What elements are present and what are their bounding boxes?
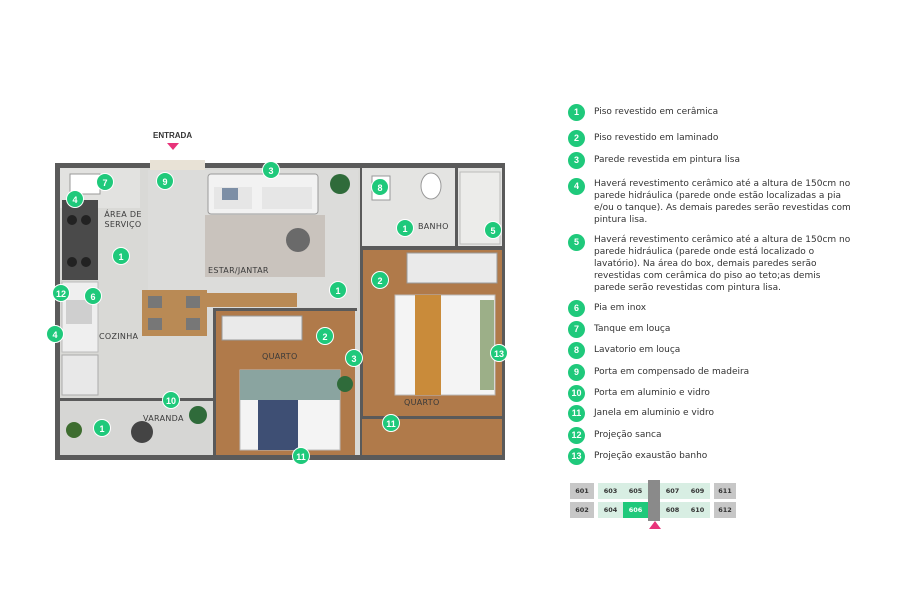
legend-item: 3 Parede revestida em pintura lisa (568, 152, 854, 169)
legend-text: Haverá revestimento cerâmico até a altur… (594, 179, 851, 225)
plan-marker-3: 3 (262, 161, 280, 179)
legend-text: Projeção sanca (594, 430, 662, 440)
room-label-cozinha: COZINHA (99, 332, 139, 341)
plan-marker-9: 9 (156, 172, 174, 190)
room-label-varanda: VARANDA (143, 414, 184, 423)
unit-map-corridor (648, 480, 660, 521)
plan-marker-12: 12 (52, 284, 70, 302)
room-label-area-servico: ÁREA DE SERVIÇO (104, 210, 142, 229)
legend-number: 8 (568, 342, 585, 359)
legend-text: Porta em aluminio e vidro (594, 388, 710, 398)
legend-text: Pia em inox (594, 303, 647, 313)
unit-612: 612 (714, 502, 736, 518)
plan-marker-5: 5 (484, 221, 502, 239)
plan-marker-1: 1 (329, 281, 347, 299)
unit-610: 610 (685, 502, 710, 518)
plan-marker-8: 8 (371, 178, 389, 196)
legend-item: 11 Janela em aluminio e vidro (568, 405, 854, 422)
unit-603: 603 (598, 483, 623, 499)
room-label-quarto-1: QUARTO (262, 352, 298, 361)
plan-marker-3: 3 (345, 349, 363, 367)
legend-text: Piso revestido em laminado (594, 133, 719, 143)
legend-text: Lavatorio em louça (594, 345, 681, 355)
entrance-label: ENTRADA (153, 131, 193, 140)
plan-marker-11: 11 (292, 447, 310, 465)
legend-text: Parede revestida em pintura lisa (594, 155, 740, 165)
legend-item: 7 Tanque em louça (568, 321, 854, 338)
legend-text: Haverá revestimento cerâmico até a altur… (594, 235, 851, 293)
legend-number: 10 (568, 385, 585, 402)
unit-605: 605 (623, 483, 648, 499)
legend-number: 9 (568, 364, 585, 381)
unit-608: 608 (660, 502, 685, 518)
room-label-quarto-2: QUARTO (404, 398, 440, 407)
legend-text: Projeção exaustão banho (594, 451, 708, 461)
legend-number: 3 (568, 152, 585, 169)
legend-item: 13 Projeção exaustão banho (568, 448, 854, 465)
legend-text: Porta em compensado de madeira (594, 367, 750, 377)
plan-marker-11: 11 (382, 414, 400, 432)
legend-item: 12 Projeção sanca (568, 427, 854, 444)
plan-marker-4: 4 (46, 325, 64, 343)
legend-item: 4 Haverá revestimento cerâmico até a alt… (568, 178, 854, 226)
legend-item: 8 Lavatorio em louça (568, 342, 854, 359)
plan-marker-10: 10 (162, 391, 180, 409)
legend-number: 12 (568, 427, 585, 444)
plan-marker-7: 7 (96, 173, 114, 191)
plan-marker-2: 2 (316, 327, 334, 345)
legend-item: 9 Porta em compensado de madeira (568, 364, 854, 381)
unit-604: 604 (598, 502, 623, 518)
unit-606: 606 (623, 502, 648, 518)
legend-number: 7 (568, 321, 585, 338)
unit-609: 609 (685, 483, 710, 499)
room-label-banho: BANHO (418, 222, 449, 231)
room-label-estar-jantar: ESTAR/JANTAR (208, 266, 269, 275)
plan-marker-6: 6 (84, 287, 102, 305)
legend-item: 6 Pia em inox (568, 300, 854, 317)
plan-marker-13: 13 (490, 344, 508, 362)
legend-item: 2 Piso revestido em laminado (568, 130, 854, 147)
legend-item: 1 Piso revestido em cerâmica (568, 104, 854, 121)
legend-text: Piso revestido em cerâmica (594, 107, 719, 117)
legend-text: Janela em aluminio e vidro (594, 408, 714, 418)
legend-number: 4 (568, 178, 585, 195)
plan-marker-1: 1 (93, 419, 111, 437)
legend-item: 10 Porta em aluminio e vidro (568, 385, 854, 402)
unit-611: 611 (714, 483, 736, 499)
unit-607: 607 (660, 483, 685, 499)
plan-marker-4: 4 (66, 190, 84, 208)
legend-number: 5 (568, 234, 585, 251)
plan-marker-1: 1 (396, 219, 414, 237)
legend-text: Tanque em louça (594, 324, 671, 334)
legend-number: 11 (568, 405, 585, 422)
plan-marker-1: 1 (112, 247, 130, 265)
unit-601: 601 (570, 483, 594, 499)
legend-number: 13 (568, 448, 585, 465)
legend-number: 2 (568, 130, 585, 147)
plan-marker-2: 2 (371, 271, 389, 289)
legend-number: 1 (568, 104, 585, 121)
unit-602: 602 (570, 502, 594, 518)
legend-number: 6 (568, 300, 585, 317)
legend-item: 5 Haverá revestimento cerâmico até a alt… (568, 234, 854, 294)
